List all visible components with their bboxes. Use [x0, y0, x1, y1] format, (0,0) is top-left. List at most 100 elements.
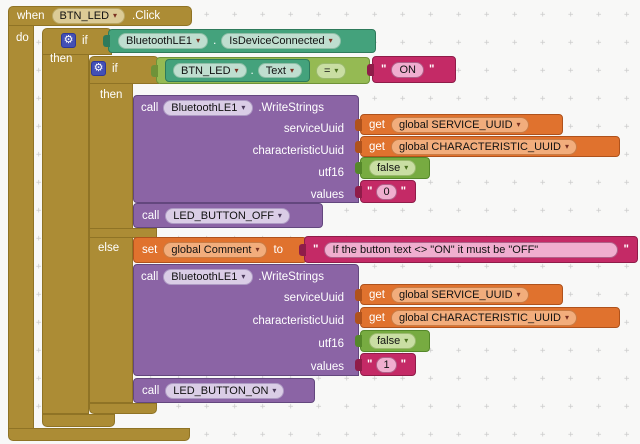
get-service-uuid-block-2[interactable]: get global SERVICE_UUID ▾ — [360, 284, 563, 305]
when-block-footer[interactable] — [8, 428, 190, 441]
property-dropdown[interactable]: IsDeviceConnected ▾ — [221, 33, 341, 49]
text-getter-block[interactable]: BTN_LED ▾ . Text ▾ — [165, 59, 310, 82]
grid-cross: + — [372, 94, 378, 104]
grid-cross: + — [624, 290, 630, 300]
call-led-button-off-block[interactable]: call LED_BUTTON_OFF ▾ — [133, 203, 323, 228]
when-component-dropdown[interactable]: BTN_LED ▾ — [51, 8, 126, 24]
ble-component-dropdown[interactable]: BluetoothLE1 ▾ — [118, 33, 209, 49]
close-quote: " — [623, 243, 629, 256]
variable-dropdown[interactable]: global CHARACTERISTIC_UUID ▾ — [391, 138, 577, 155]
outer-if-footer[interactable] — [42, 414, 115, 427]
dropdown-arrow-icon: ▾ — [516, 119, 521, 129]
variable-dropdown[interactable]: global CHARACTERISTIC_UUID ▾ — [391, 309, 577, 326]
get-characteristic-uuid-block-1[interactable]: get global CHARACTERISTIC_UUID ▾ — [360, 136, 620, 157]
grid-cross: + — [36, 94, 42, 104]
grid-cross: + — [512, 346, 518, 356]
is-device-connected-block[interactable]: BluetoothLE1 ▾ . IsDeviceConnected ▾ — [108, 29, 376, 53]
string-value-field[interactable]: 0 — [376, 183, 397, 200]
grid-cross: + — [624, 38, 630, 48]
variable-dropdown[interactable]: global Comment ▾ — [163, 242, 268, 258]
grid-cross: + — [624, 122, 630, 132]
write-component-dropdown[interactable]: BluetoothLE1 ▾ — [163, 100, 254, 116]
grid-cross: + — [596, 402, 602, 412]
grid-cross: + — [568, 262, 574, 272]
grid-cross: + — [568, 66, 574, 76]
grid-cross: + — [540, 346, 546, 356]
mutator-gear-icon[interactable]: ⚙ — [91, 61, 106, 76]
grid-cross: + — [596, 206, 602, 216]
dropdown-arrow-icon: ▾ — [334, 65, 339, 75]
dropdown-arrow-icon: ▾ — [196, 36, 201, 45]
operator-dropdown[interactable]: = ▾ — [315, 62, 347, 79]
method-label: .WriteStrings — [258, 102, 324, 114]
inner-if-spine[interactable] — [89, 83, 133, 403]
grid-cross: + — [624, 206, 630, 216]
grid-cross: + — [624, 346, 630, 356]
string-value-field[interactable]: 1 — [376, 356, 397, 373]
grid-cross: + — [484, 10, 490, 20]
btn-component-dropdown[interactable]: BTN_LED ▾ — [173, 63, 247, 78]
write-component-dropdown[interactable]: BluetoothLE1 ▾ — [163, 269, 254, 285]
when-block-spine[interactable] — [8, 25, 34, 429]
close-quote: " — [400, 185, 407, 198]
grid-cross: + — [624, 262, 630, 272]
grid-cross: + — [484, 346, 490, 356]
logic-false-dropdown[interactable]: false ▾ — [369, 160, 417, 176]
grid-cross: + — [568, 430, 574, 440]
grid-cross: + — [596, 66, 602, 76]
variable-label: global Comment — [171, 244, 252, 256]
utf16-false-block-1[interactable]: false ▾ — [360, 157, 430, 179]
grid-cross: + — [512, 262, 518, 272]
text-property-dropdown[interactable]: Text ▾ — [257, 63, 302, 78]
grid-cross: + — [624, 178, 630, 188]
variable-dropdown[interactable]: global SERVICE_UUID ▾ — [391, 286, 529, 303]
to-keyword: to — [273, 244, 284, 256]
open-quote: " — [367, 185, 373, 198]
param-characteristicuuid: characteristicUuid — [252, 315, 344, 327]
set-global-comment-block[interactable]: set global Comment ▾ to — [133, 237, 307, 263]
values-one-block[interactable]: " 1 " — [360, 353, 416, 376]
mutator-gear-icon[interactable]: ⚙ — [61, 33, 76, 48]
utf16-false-block-2[interactable]: false ▾ — [360, 330, 430, 352]
grid-cross: + — [176, 402, 182, 412]
on-string-block[interactable]: " ON " — [372, 56, 456, 83]
param-values: values — [310, 361, 344, 373]
grid-cross: + — [568, 374, 574, 384]
open-quote: " — [367, 358, 373, 371]
grid-cross: + — [456, 206, 462, 216]
grid-cross: + — [484, 430, 490, 440]
equals-block[interactable]: BTN_LED ▾ . Text ▾ = ▾ — [156, 57, 370, 84]
grid-cross: + — [568, 10, 574, 20]
variable-label: global CHARACTERISTIC_UUID — [399, 311, 561, 324]
outer-if-spine[interactable] — [42, 54, 89, 414]
inner-if-label: if — [112, 63, 118, 75]
get-characteristic-uuid-block-2[interactable]: get global CHARACTERISTIC_UUID ▾ — [360, 307, 620, 328]
method-label: .WriteStrings — [258, 271, 324, 283]
write-strings-block-1[interactable]: call BluetoothLE1 ▾ .WriteStrings servic… — [133, 95, 359, 203]
grid-cross: + — [36, 262, 42, 272]
variable-dropdown[interactable]: global SERVICE_UUID ▾ — [391, 116, 529, 133]
grid-cross: + — [204, 430, 210, 440]
string-value-field[interactable]: If the button text <> "ON" it must be "O… — [324, 241, 618, 258]
logic-false-dropdown[interactable]: false ▾ — [369, 333, 417, 349]
procedure-dropdown[interactable]: LED_BUTTON_OFF ▾ — [165, 207, 290, 224]
grid-cross: + — [316, 10, 322, 20]
outer-if-block[interactable] — [42, 28, 112, 55]
procedure-dropdown[interactable]: LED_BUTTON_ON ▾ — [165, 382, 285, 399]
grid-cross: + — [624, 318, 630, 328]
inner-if-else-divider[interactable] — [89, 228, 157, 238]
grid-cross: + — [36, 318, 42, 328]
call-led-button-on-block[interactable]: call LED_BUTTON_ON ▾ — [133, 378, 315, 403]
get-service-uuid-block-1[interactable]: get global SERVICE_UUID ▾ — [360, 114, 563, 135]
comment-string-block[interactable]: " If the button text <> "ON" it must be … — [304, 236, 638, 263]
dropdown-arrow-icon: ▾ — [113, 11, 118, 20]
write-strings-block-2[interactable]: call BluetoothLE1 ▾ .WriteStrings servic… — [133, 264, 359, 376]
values-zero-block[interactable]: " 0 " — [360, 180, 416, 203]
when-event-block[interactable]: when BTN_LED ▾ .Click — [8, 6, 192, 26]
grid-cross: + — [36, 234, 42, 244]
string-value-field[interactable]: ON — [391, 61, 424, 78]
grid-cross: + — [36, 402, 42, 412]
param-serviceuuid: serviceUuid — [283, 292, 344, 304]
inner-if-footer[interactable] — [89, 403, 157, 414]
